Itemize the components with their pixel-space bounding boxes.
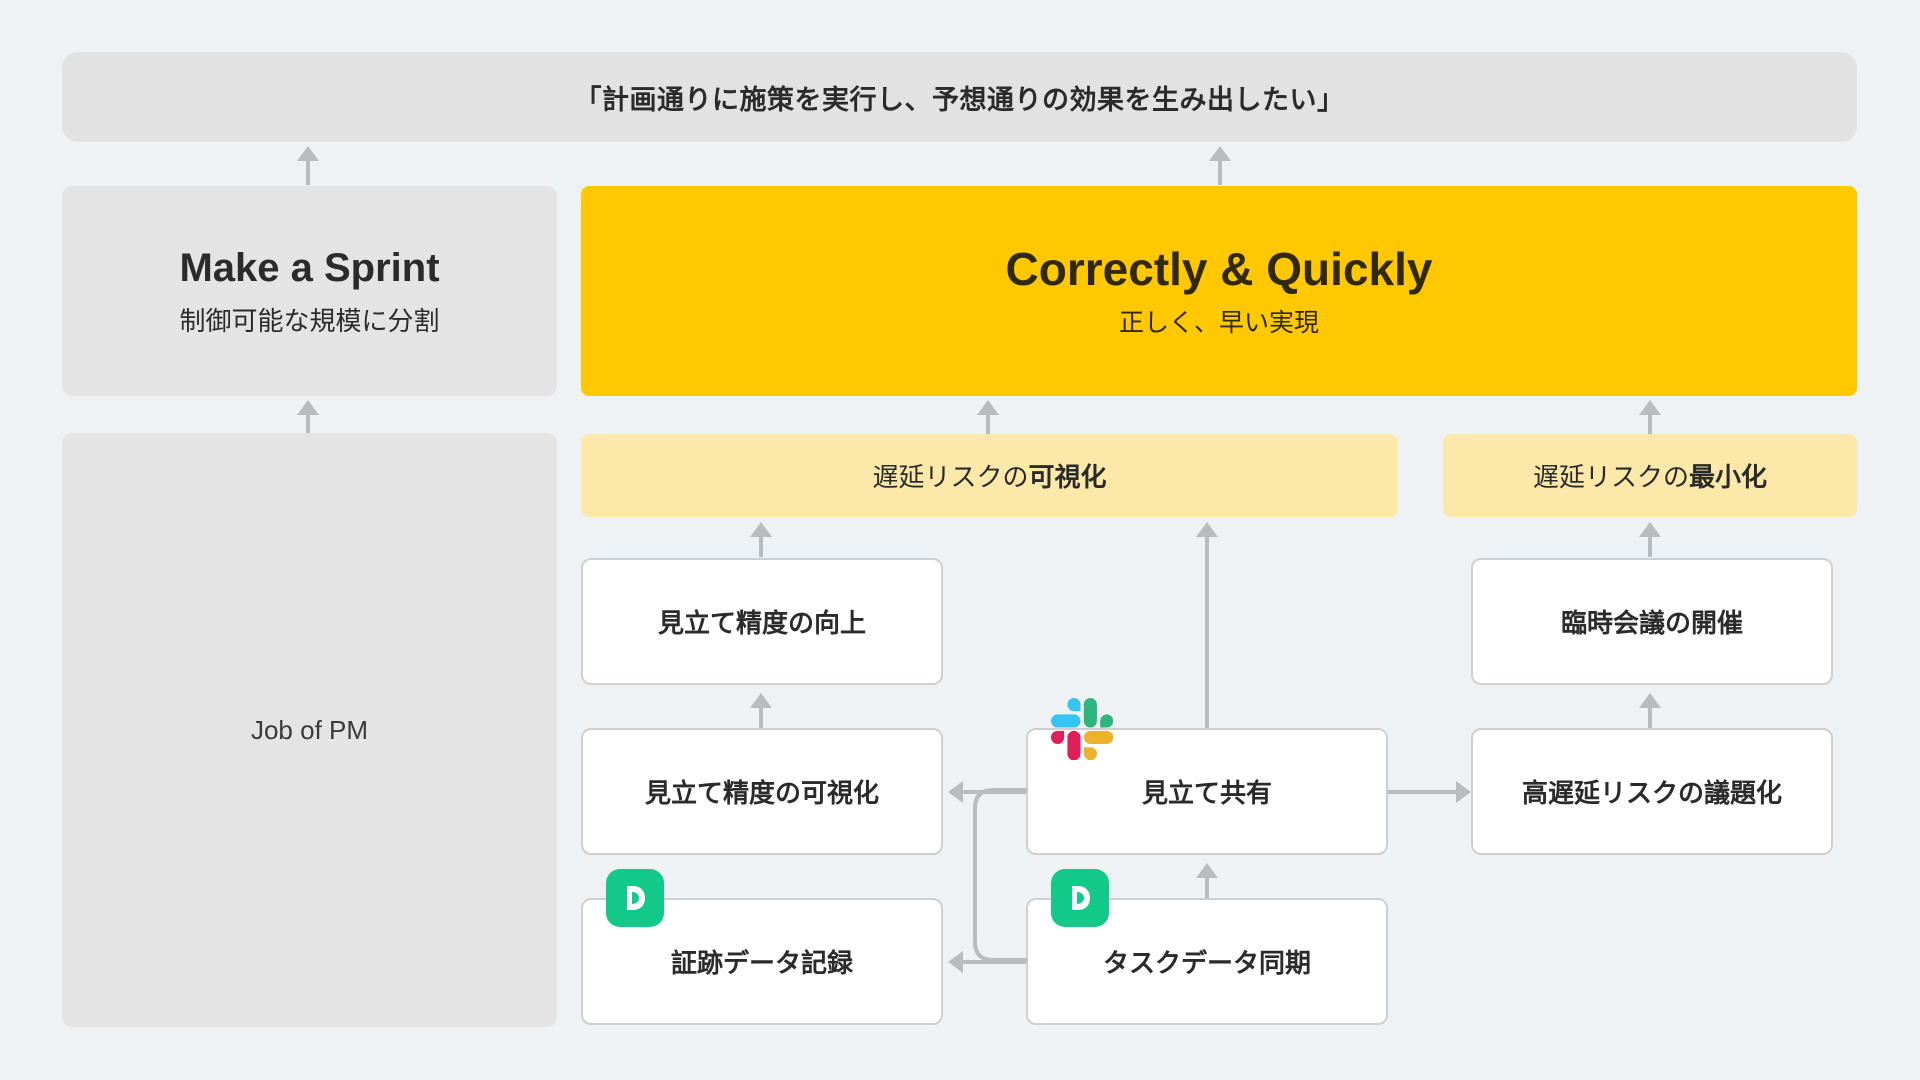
card-ad-hoc-meeting-label: 臨時会議の開催 <box>1560 608 1743 638</box>
arrow-up-icon <box>1196 522 1218 537</box>
card-high-risk-agenda[interactable]: 高遅延リスクの議題化 <box>1471 728 1833 855</box>
arrow-up-icon <box>1209 146 1231 161</box>
arrow-up-icon <box>1639 693 1661 708</box>
card-ad-hoc-meeting[interactable]: 臨時会議の開催 <box>1471 558 1833 685</box>
card-task-data-sync-label: タスクデータ同期 <box>1102 948 1311 978</box>
backlog-glyph <box>627 886 645 910</box>
correctly-quickly-card: Correctly & Quickly 正しく、早い実現 <box>581 186 1857 396</box>
card-accuracy-improvement[interactable]: 見立て精度の向上 <box>581 558 943 685</box>
outcome-visibility-label: 遅延リスクの可視化 <box>872 457 1106 494</box>
job-of-pm-panel: Job of PM <box>62 433 557 1027</box>
make-a-sprint-title: Make a Sprint <box>179 245 440 290</box>
connector-sprint-to-banner <box>306 155 310 185</box>
connector-accuracy-up-to-visibility <box>759 531 763 557</box>
outcome-minimization-prefix: 遅延リスクの <box>1532 462 1689 492</box>
arrow-up-icon <box>297 400 319 415</box>
connector-share-to-visibility <box>1205 531 1209 731</box>
outcome-minimization-label: 遅延リスクの最小化 <box>1533 457 1767 494</box>
connector-sync-branch-to-accuracy-vis <box>963 788 1027 962</box>
slack-glyph <box>1051 698 1114 761</box>
outcome-visibility-emphasis: 可視化 <box>1028 462 1107 492</box>
card-forecast-share-label: 見立て共有 <box>1141 778 1272 808</box>
arrow-up-icon <box>750 693 772 708</box>
connector-share-to-agenda <box>1388 790 1456 794</box>
goal-statement-banner: 「計画通りに施策を実行し、予想通りの効果を生み出したい」 <box>62 52 1857 142</box>
arrow-up-icon <box>750 522 772 537</box>
correctly-quickly-title: Correctly & Quickly <box>1005 242 1433 295</box>
connector-visibility-to-goal <box>986 409 990 434</box>
connector-sync-to-share <box>1205 872 1209 898</box>
arrow-left-icon <box>948 781 963 803</box>
outcome-visibility-card: 遅延リスクの可視化 <box>581 434 1398 517</box>
arrow-up-icon <box>977 400 999 415</box>
arrow-up-icon <box>1639 400 1661 415</box>
backlog-glyph <box>1072 886 1090 910</box>
arrow-up-icon <box>297 146 319 161</box>
card-evidence-data-record-label: 証跡データ記録 <box>670 948 853 978</box>
slack-icon <box>1051 698 1114 761</box>
outcome-minimization-emphasis: 最小化 <box>1689 462 1768 492</box>
connector-agenda-to-meeting <box>1648 702 1652 728</box>
connector-meeting-to-minimization <box>1648 531 1652 557</box>
arrow-left-icon <box>948 951 963 973</box>
make-a-sprint-subtitle: 制御可能な規模に分割 <box>179 305 440 336</box>
backlog-icon <box>1051 869 1109 927</box>
card-evidence-data-record[interactable]: 証跡データ記録 <box>581 898 943 1025</box>
goal-statement-text: 「計画通りに施策を実行し、予想通りの効果を生み出したい」 <box>574 84 1345 115</box>
outcome-minimization-card: 遅延リスクの最小化 <box>1443 434 1857 517</box>
card-accuracy-improvement-label: 見立て精度の向上 <box>657 608 866 638</box>
arrow-right-icon <box>1456 781 1471 803</box>
job-of-pm-label: Job of PM <box>250 714 369 745</box>
correctly-quickly-subtitle: 正しく、早い実現 <box>1118 309 1319 338</box>
card-high-risk-agenda-label: 高遅延リスクの議題化 <box>1521 778 1782 808</box>
outcome-visibility-prefix: 遅延リスクの <box>872 462 1029 492</box>
backlog-icon <box>606 869 664 927</box>
card-accuracy-visualization[interactable]: 見立て精度の可視化 <box>581 728 943 855</box>
connector-sync-to-evidence <box>963 960 1026 964</box>
connector-pm-to-sprint <box>306 409 310 434</box>
connector-accuracy-vis-to-improvement <box>759 702 763 728</box>
arrow-up-icon <box>1196 863 1218 878</box>
make-a-sprint-card: Make a Sprint 制御可能な規模に分割 <box>62 186 557 396</box>
connector-minimization-to-goal <box>1648 409 1652 434</box>
arrow-up-icon <box>1639 522 1661 537</box>
connector-goal-to-banner <box>1218 155 1222 185</box>
card-accuracy-visualization-label: 見立て精度の可視化 <box>644 778 879 808</box>
